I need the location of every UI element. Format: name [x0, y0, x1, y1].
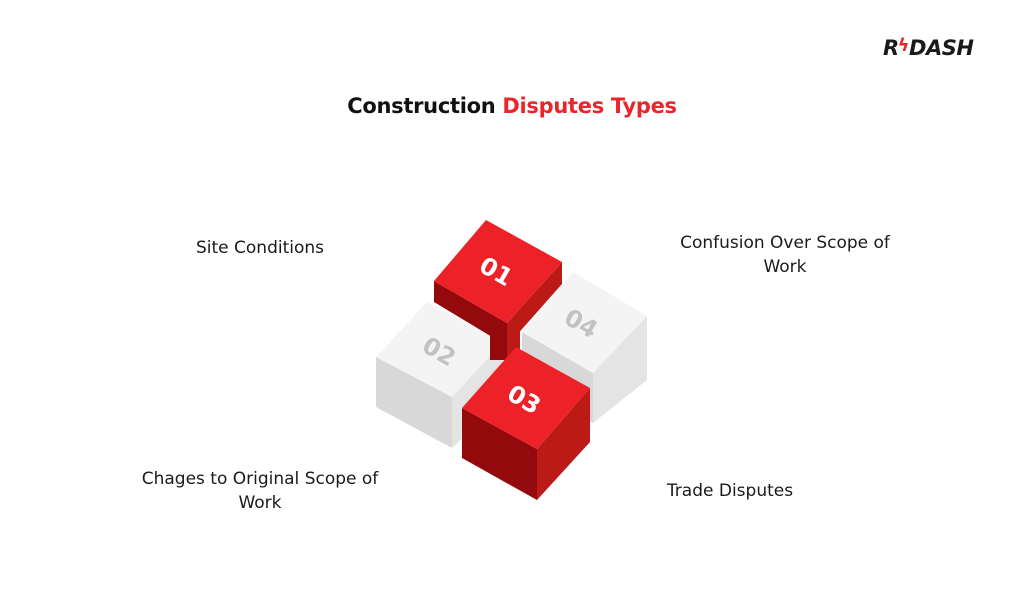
page-title: Construction Disputes Types: [0, 94, 1024, 118]
title-part-2: Disputes Types: [502, 94, 677, 118]
lightning-bolt-icon: ϟ: [897, 34, 910, 56]
label-confusion-over-scope: Confusion Over Scope of Work: [680, 233, 890, 277]
cube-02: 02: [376, 302, 503, 448]
title-part-1: Construction: [347, 94, 496, 118]
label-site-conditions: Site Conditions: [195, 238, 325, 258]
cube-01: 01: [434, 220, 562, 360]
logo-prefix: R: [883, 36, 899, 60]
cube-03: 03: [462, 347, 590, 500]
label-trade-disputes: Trade Disputes: [666, 481, 794, 501]
logo-suffix: DASH: [909, 36, 974, 60]
label-changes-to-scope: Chages to Original Scope of Work: [141, 469, 379, 513]
